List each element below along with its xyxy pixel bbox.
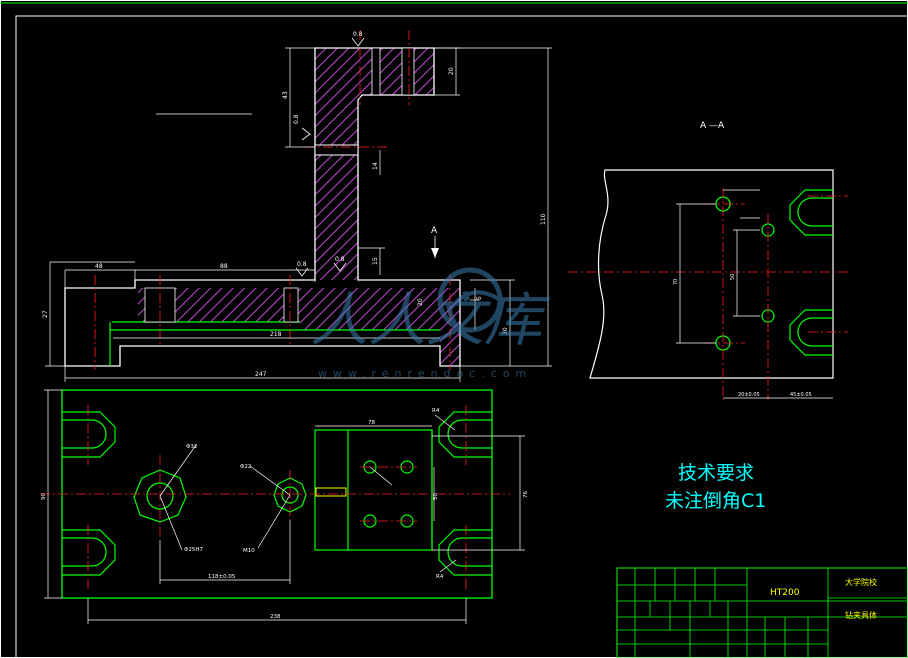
svg-text:0.8: 0.8 — [293, 114, 300, 124]
view-arrow: A — [431, 226, 439, 258]
dim-step-height: 15 — [372, 257, 379, 265]
plan-dim-dia-mid: Φ22 — [240, 464, 251, 470]
dim-len-247: 247 — [255, 371, 267, 378]
plan-dim-width: 90 — [41, 493, 47, 500]
svg-text:0.8: 0.8 — [353, 31, 363, 38]
plan-slot-tl — [62, 419, 107, 449]
plan-dim-length: 238 — [270, 614, 281, 620]
plan-dim-dia-mid-b: M10 — [243, 548, 255, 554]
tech-requirements: 技术要求 未注倒角C1 — [665, 462, 766, 512]
aa-slot-top-outer — [789, 189, 833, 236]
plan-dim-block-h: 76 — [523, 491, 529, 498]
section-slot — [314, 144, 359, 156]
aa-dim-vert: 70 — [673, 279, 679, 285]
plan-dim-dia-left: Φ32 — [186, 444, 197, 450]
section-top-hole-1 — [371, 47, 381, 96]
plan-dim-spacing: 118±0.05 — [208, 574, 236, 580]
plan-slot-tr — [447, 419, 492, 449]
aa-dim-h2: 45±0.05 — [790, 392, 812, 398]
aa-dim-h1: 20±0.05 — [738, 392, 760, 398]
aa-dim-vert2: 50 — [730, 274, 736, 280]
section-aa-label: A —A — [700, 121, 725, 131]
dim-len-mid: 88 — [220, 263, 228, 270]
aa-slot-bot — [797, 317, 833, 347]
section-base-hole — [283, 287, 299, 323]
dim-len-left: 48 — [95, 263, 103, 270]
plan-dim-r-top: R4 — [432, 408, 440, 414]
tech-title: 技术要求 — [678, 462, 754, 484]
dim-top-height: 43 — [282, 91, 289, 99]
plan-slot-tl-o — [62, 411, 116, 458]
title-school: 大学院校 — [845, 577, 877, 587]
dim-base-offset: 30 — [502, 327, 509, 335]
plan-slot-bl — [62, 537, 107, 567]
plan-dim-dia-left-b: Φ25H7 — [184, 547, 203, 553]
tech-line1: 未注倒角C1 — [665, 490, 766, 512]
aa-outline — [589, 169, 834, 379]
plan-block — [314, 429, 433, 551]
title-material: HT200 — [770, 588, 800, 598]
plan-dim-inner: 50 — [433, 493, 439, 500]
plan-slot-br — [447, 537, 492, 567]
dim-gap-small: 14 — [372, 162, 379, 170]
plan-dim-block-w: 78 — [368, 420, 375, 426]
plan-slot-tr-o — [438, 411, 492, 458]
view-arrow-label: A — [431, 226, 438, 236]
plan-slot-bl-o — [62, 529, 116, 576]
section-aa-view: A —A — [568, 121, 850, 400]
title-drawing-name: 钻夹具体 — [845, 610, 877, 620]
aa-slot-top — [797, 197, 833, 227]
svg-text:0.8: 0.8 — [335, 256, 345, 263]
watermark-text: 人人文库 — [310, 286, 550, 354]
plan-view: 90 238 118±0.05 78 76 Φ32 Φ25H7 Φ22 M10 … — [40, 389, 529, 624]
section-hatch-base — [135, 288, 460, 366]
svg-text:0.8: 0.8 — [297, 261, 307, 268]
dim-base-height: 27 — [42, 310, 49, 318]
title-block: HT200 大学院校 钻夹具体 — [616, 567, 908, 658]
plan-dim-r-bot: R4 — [436, 574, 444, 580]
dim-total-height: 110 — [540, 213, 547, 225]
section-top-hole-2 — [401, 47, 415, 96]
dim-base-right: 5 — [476, 296, 483, 300]
dim-len-218: 218 — [270, 331, 282, 338]
section-view: 0.8 0.8 0.8 0.8 43 20 110 14 15 27 30 5 … — [42, 30, 552, 382]
section-base-inner — [109, 321, 440, 366]
plan-slot-br-o — [438, 529, 492, 576]
dim-base-offset-2: 20 — [417, 298, 424, 306]
watermark-url: www.renrendoc.com — [318, 367, 532, 380]
section-hatch-vertical — [315, 48, 362, 280]
inner-frame — [15, 15, 908, 658]
watermark: 人人文库 www.renrendoc.com — [310, 267, 550, 380]
dim-top-flange: 20 — [448, 67, 455, 75]
aa-slot-bot-outer — [789, 309, 833, 356]
